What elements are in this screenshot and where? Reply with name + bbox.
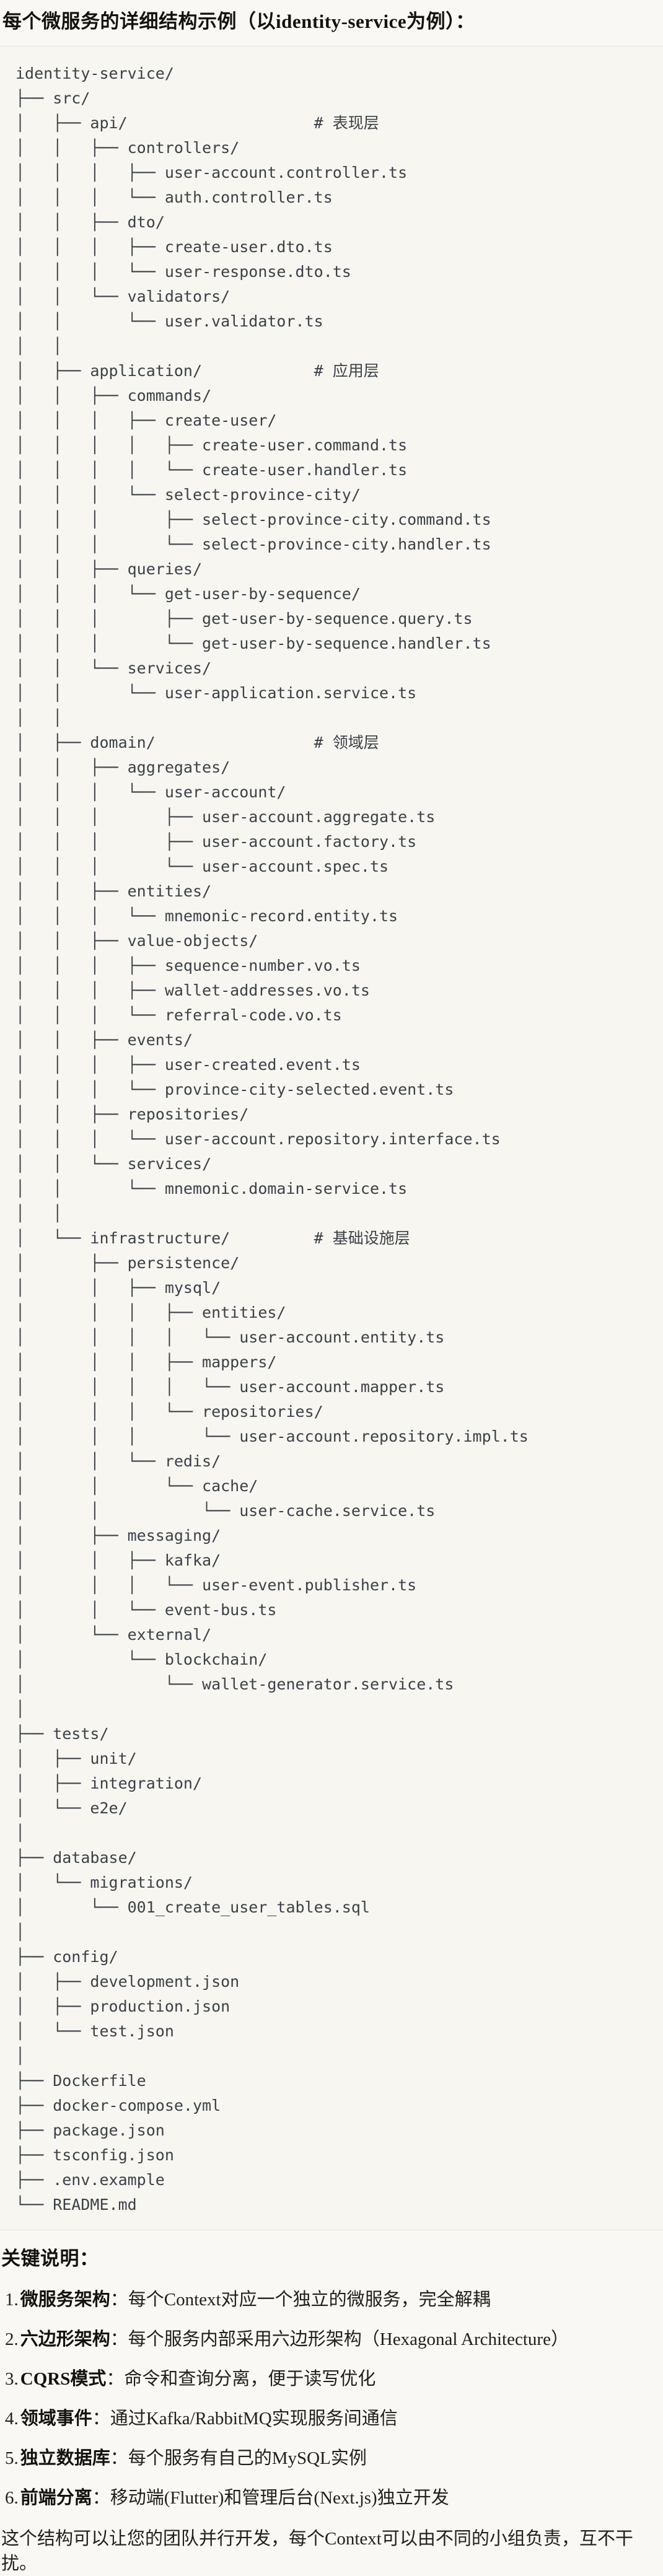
code-block: identity-service/ ├── src/ │ ├── api/ # … (0, 46, 663, 2230)
note-item: 3.CQRS模式：命令和查询分离，便于读写优化 (5, 2367, 662, 2391)
notes-heading: 关键说明： (1, 2248, 99, 2269)
note-item-number: 3. (5, 2369, 19, 2389)
note-item-description: ：每个服务有自己的MySQL实例 (110, 2448, 367, 2468)
note-item-description: ：通过Kafka/RabbitMQ实现服务间通信 (92, 2409, 398, 2429)
note-item-number: 4. (5, 2409, 19, 2429)
closing-paragraph: 这个结构可以让您的团队并行开发，每个Context可以由不同的小组负责，互不干扰… (1, 2529, 633, 2574)
note-item-term: 领域事件 (20, 2409, 92, 2429)
note-item: 2.六边形架构：每个服务内部采用六边形架构（Hexagonal Architec… (5, 2327, 662, 2352)
note-item-term: 前端分离 (20, 2488, 92, 2508)
note-item-number: 1. (5, 2290, 19, 2310)
note-item-term: CQRS模式 (20, 2369, 107, 2389)
note-item-description: ：每个Context对应一个独立的微服务，完全解耦 (110, 2290, 491, 2310)
note-item: 6.前端分离：移动端(Flutter)和管理后台(Next.js)独立开发 (5, 2486, 662, 2510)
note-item-term: 微服务架构 (20, 2290, 110, 2310)
note-item-description: ：移动端(Flutter)和管理后台(Next.js)独立开发 (92, 2488, 449, 2508)
note-item-term: 独立数据库 (20, 2448, 110, 2468)
page-title: 每个微服务的详细结构示例（以identity-service为例）： (2, 11, 475, 32)
note-item-number: 2. (5, 2329, 19, 2349)
directory-tree: identity-service/ ├── src/ │ ├── api/ # … (15, 64, 529, 2214)
notes-section: 关键说明： 1.微服务架构：每个Context对应一个独立的微服务，完全解耦 2.… (0, 2245, 663, 2576)
note-item: 5.独立数据库：每个服务有自己的MySQL实例 (5, 2446, 662, 2471)
note-item-number: 5. (5, 2448, 19, 2468)
note-item: 4.领域事件：通过Kafka/RabbitMQ实现服务间通信 (5, 2406, 662, 2431)
note-item: 1.微服务架构：每个Context对应一个独立的微服务，完全解耦 (5, 2287, 662, 2312)
note-item-description: ：每个服务内部采用六边形架构（Hexagonal Architecture） (110, 2329, 569, 2349)
note-item-number: 6. (5, 2488, 19, 2508)
note-item-term: 六边形架构 (20, 2329, 110, 2349)
note-item-description: ：命令和查询分离，便于读写优化 (106, 2369, 376, 2389)
